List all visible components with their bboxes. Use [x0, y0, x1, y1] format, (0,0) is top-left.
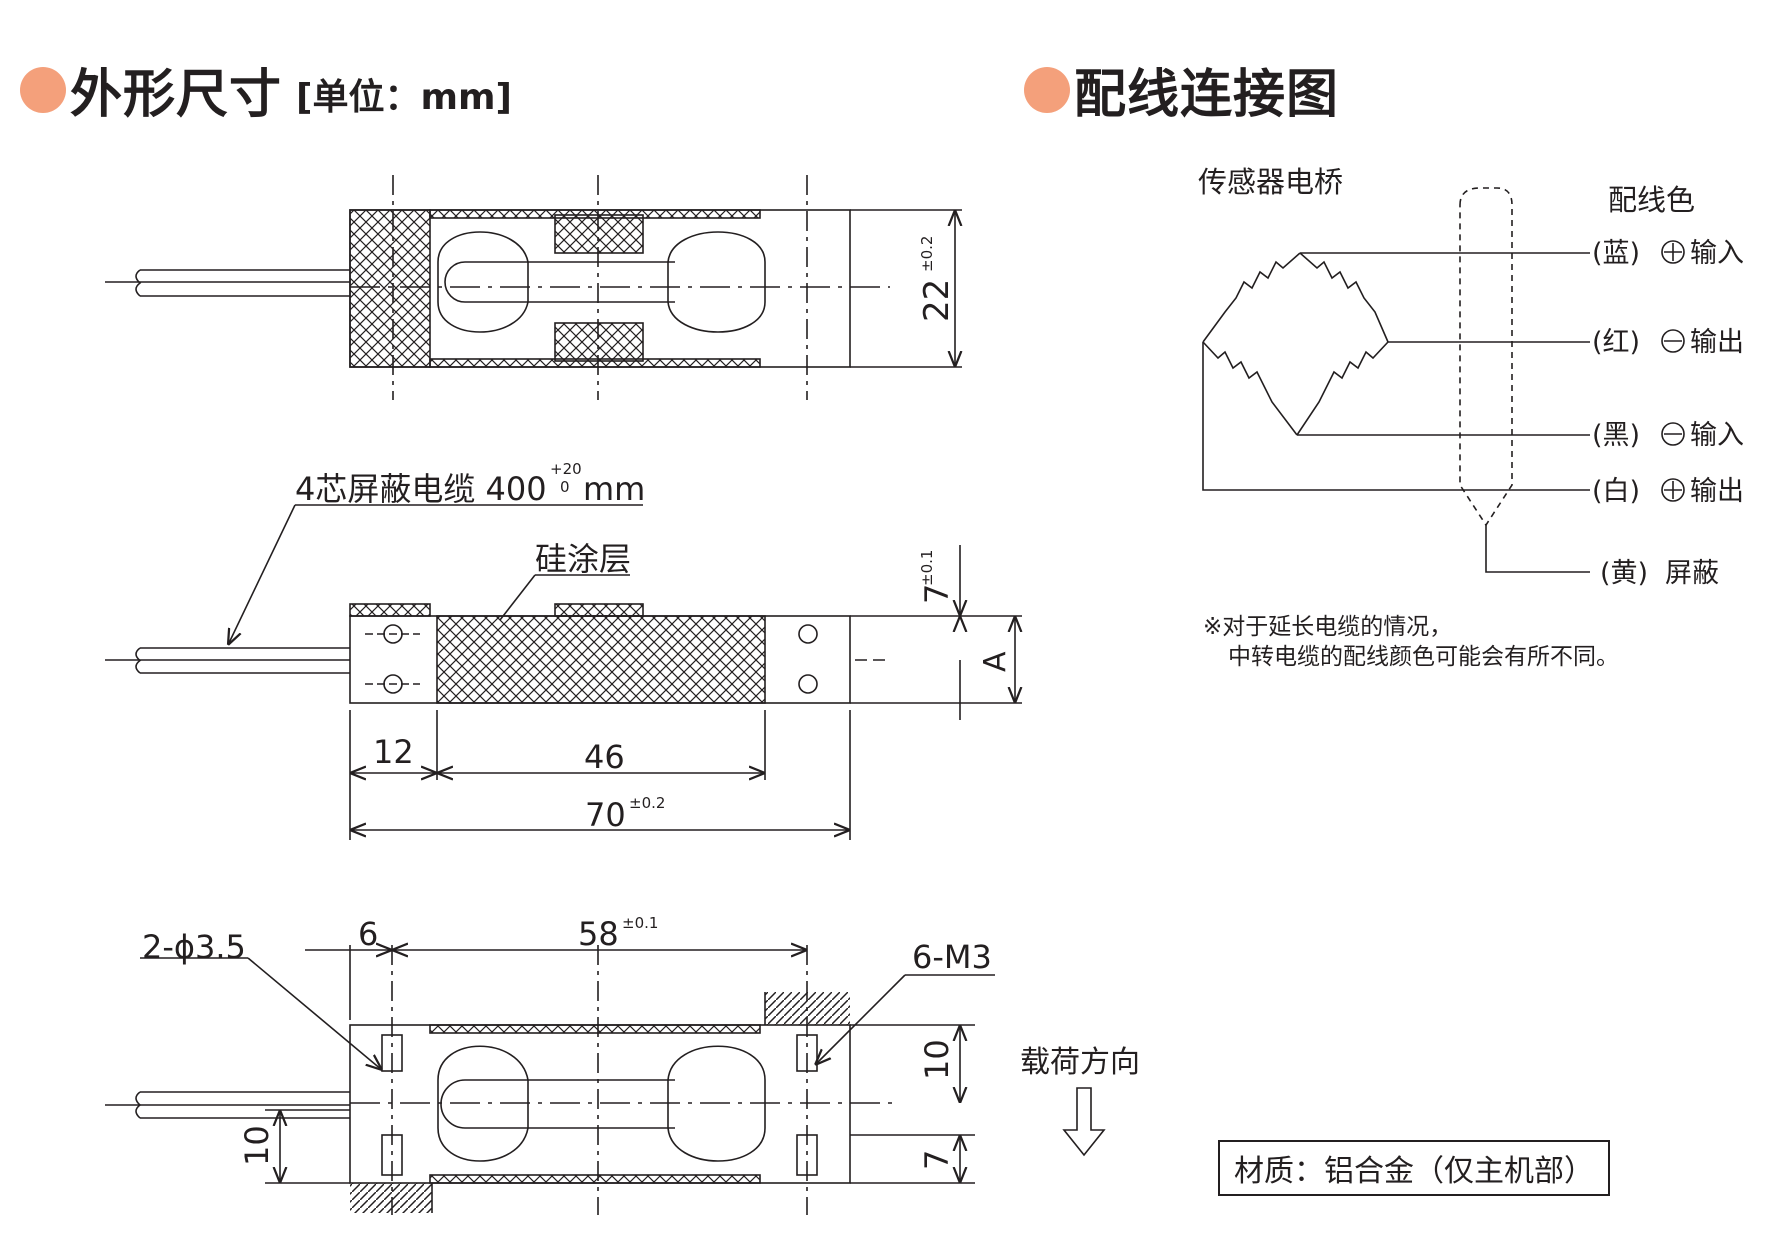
- hole-label: 2-ϕ3.5: [142, 928, 246, 966]
- wire-signal-blue: 输入: [1690, 238, 1744, 269]
- wire-legend: (蓝) (红) (黑) (白) (黄) 输入 输出 输入 输出 屏蔽: [1592, 238, 1744, 589]
- note-line-1: ※对于延长电缆的情况，: [1203, 614, 1453, 640]
- cable-tol-upper: +20: [550, 460, 582, 478]
- wire-yellow: [1485, 525, 1590, 573]
- wire-signal-white: 输出: [1690, 476, 1744, 507]
- resistor-icon: [1202, 252, 1301, 343]
- cable-label: 4芯屏蔽电缆 400: [295, 470, 547, 508]
- dim-10-left-label: 10: [238, 1125, 276, 1166]
- dimensions-unit: [单位：mm]: [296, 76, 512, 118]
- thread-label: 6-M3: [912, 938, 992, 976]
- hole-icon: [798, 624, 818, 644]
- dim-7-label: 7: [918, 584, 956, 604]
- side-coating-hatch: [436, 615, 766, 704]
- minus-circle-icon: [1661, 422, 1685, 446]
- dim-a-label: A: [978, 651, 1013, 672]
- bullet-dot-icon: [20, 66, 66, 113]
- cable-tol-lower: 0: [560, 478, 570, 496]
- wire-white: [1202, 342, 1590, 491]
- dim-70-label: 70: [585, 796, 626, 834]
- load-arrow-icon: [1062, 1087, 1106, 1157]
- bullet-dot-icon: [1024, 66, 1070, 113]
- dimensions-heading: 外形尺寸 [单位：mm]: [20, 52, 512, 127]
- wire-color-white: (白): [1592, 476, 1640, 507]
- cable-block-hatch: [349, 209, 431, 368]
- dim-58-label: 58: [578, 915, 619, 953]
- wire-signal-red: 输出: [1690, 327, 1744, 358]
- cutout-right: [667, 231, 766, 333]
- resistor-icon: [1202, 341, 1298, 436]
- dim-70-tolerance: ±0.2: [629, 794, 665, 812]
- extension-note: ※对于延长电缆的情况， 中转电缆的配线颜色可能会有所不同。: [1203, 612, 1619, 672]
- coating-patch: [554, 214, 644, 254]
- wiring-diagram: [1202, 187, 1590, 573]
- resistor-icon: [1299, 252, 1389, 343]
- side-view: [105, 504, 1022, 840]
- load-direction-label: 载荷方向: [1020, 1045, 1140, 1080]
- wire-color-blue: (蓝): [1592, 238, 1640, 269]
- dim-58-tolerance: ±0.1: [622, 914, 658, 932]
- dim-7-right-label: 7: [918, 1150, 956, 1170]
- minus-circle-icon: [1661, 329, 1685, 353]
- wiring-title: 配线连接图: [1074, 65, 1340, 125]
- dim-22-tolerance: ±0.2: [918, 236, 936, 272]
- dimensions-title: 外形尺寸: [70, 65, 283, 125]
- cutout-left: [437, 231, 529, 333]
- wiring-heading: 配线连接图: [1024, 52, 1339, 127]
- wire-signal-yellow: 屏蔽: [1665, 558, 1719, 589]
- shield-outline: [1459, 187, 1513, 527]
- bottom-body-outline: [349, 1024, 851, 1184]
- dim-10-right-label: 10: [918, 1039, 956, 1080]
- wire-color-black: (黑): [1592, 420, 1640, 451]
- bridge-label: 传感器电桥: [1198, 165, 1343, 199]
- color-header: 配线色: [1608, 183, 1695, 217]
- bottom-view: [105, 945, 1106, 1215]
- wire-color-yellow: (黄): [1600, 558, 1648, 589]
- dim-46-label: 46: [584, 738, 625, 776]
- material-label: 材质：铝合金（仅主机部）: [1218, 1140, 1610, 1196]
- coating-patch: [554, 322, 644, 362]
- dim-22-label: 22: [917, 279, 957, 322]
- coating-label: 硅涂层: [535, 540, 631, 578]
- dim-7-tolerance: ±0.1: [918, 550, 936, 586]
- cable-unit: mm: [583, 470, 645, 508]
- dim-12-label: 12: [373, 733, 414, 771]
- wire-color-red: (红): [1592, 327, 1640, 358]
- resistor-icon: [1296, 341, 1389, 436]
- top-view: [105, 175, 962, 400]
- wire-signal-black: 输入: [1690, 420, 1744, 451]
- note-line-2: 中转电缆的配线颜色可能会有所不同。: [1228, 644, 1619, 670]
- plus-circle-icon: [1661, 240, 1685, 264]
- hole-icon: [798, 674, 818, 694]
- dim-6-label: 6: [358, 915, 378, 953]
- plus-circle-icon: [1661, 478, 1685, 502]
